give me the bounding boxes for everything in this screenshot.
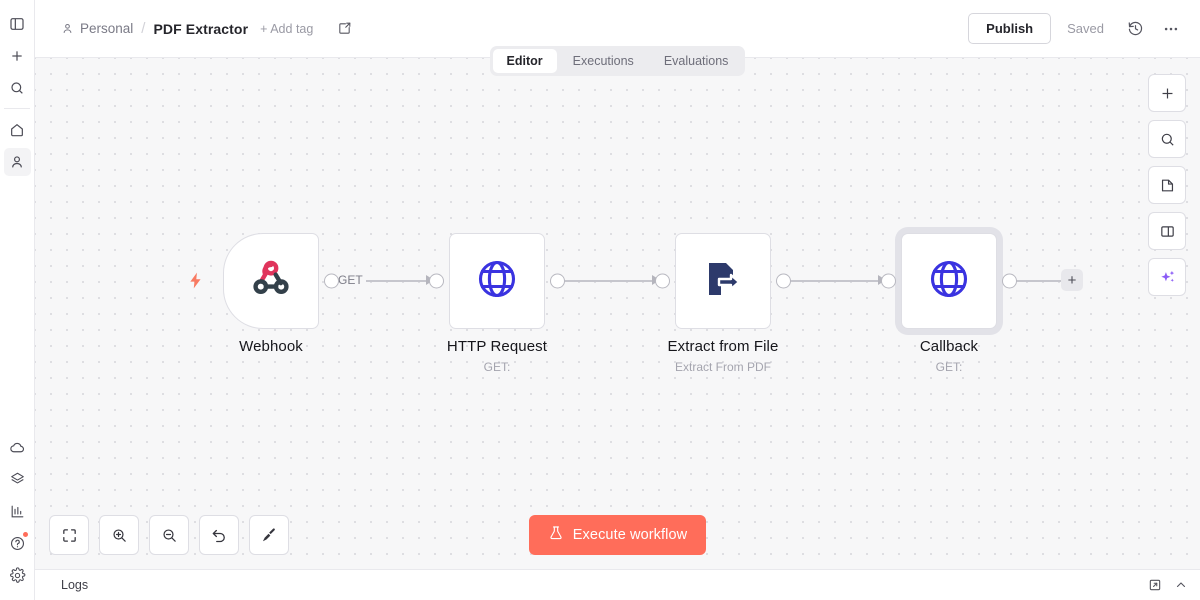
node-input-port[interactable] [881,273,896,289]
sidebar-item-home[interactable] [4,116,31,144]
add-node-icon[interactable] [1148,74,1186,112]
connection-line [563,280,659,282]
header-actions: Publish Saved [968,13,1186,44]
search-nodes-icon[interactable] [1148,120,1186,158]
connection-label: GET [335,273,366,287]
sidebar-bottom-group [0,431,34,591]
sidebar-item-personal[interactable] [3,148,31,176]
file-extract-icon [699,255,747,308]
connection-line [1015,280,1061,282]
node-title: Extract from File [667,338,779,355]
toggle-sidebar-icon[interactable] [4,10,31,38]
canvas-right-toolbar [1148,74,1186,296]
tabs-group: Editor Executions Evaluations [489,46,746,76]
left-sidebar [0,0,35,600]
tab-executions[interactable]: Executions [572,54,634,68]
search-icon[interactable] [4,74,31,102]
breadcrumb-project[interactable]: Personal [61,21,133,36]
page-title[interactable]: PDF Extractor [153,20,249,37]
breadcrumb: Personal / PDF Extractor [61,20,248,37]
sidebar-divider [4,108,30,109]
sticky-note-icon[interactable] [1148,166,1186,204]
gear-icon[interactable] [4,561,31,589]
add-icon[interactable] [4,42,31,70]
globe-icon [473,255,521,308]
save-status: Saved [1067,21,1104,36]
flask-icon [548,525,564,545]
share-icon[interactable] [337,21,352,36]
canvas-zoom-toolbar [49,515,289,555]
webhook-icon [246,254,296,309]
node-webhook[interactable]: Webhook [223,233,339,355]
breadcrumb-separator: / [141,20,146,37]
popout-icon[interactable] [1148,578,1162,592]
execute-workflow-container: Execute workflow [35,515,1200,555]
node-subtitle: GET: [483,360,511,374]
ai-sparkle-icon[interactable] [1148,258,1186,296]
execute-workflow-button[interactable]: Execute workflow [528,515,707,555]
node-title: Webhook [239,338,303,355]
node-output-port[interactable] [324,273,339,289]
help-icon[interactable] [4,529,31,557]
node-callback[interactable]: Callback GET: [881,233,1017,374]
node-http-request[interactable]: HTTP Request GET: [429,233,565,374]
node-title: Callback [919,338,979,355]
node-title: HTTP Request [446,338,548,355]
logs-bar: Logs [35,570,1200,600]
logs-label[interactable]: Logs [61,578,89,592]
tab-editor[interactable]: Editor [492,49,557,73]
sidebar-top-group [0,0,34,104]
tab-evaluations[interactable]: Evaluations [663,54,729,68]
view-tabs: Editor Executions Evaluations [35,46,1200,76]
person-icon [63,23,72,33]
chevron-up-icon[interactable] [1174,578,1188,592]
main-content: Personal / PDF Extractor + Add tag Publi… [35,0,1200,600]
breadcrumb-project-label: Personal [80,21,134,36]
node-input-port[interactable] [655,273,670,289]
tidy-up-icon[interactable] [249,515,289,555]
node-subtitle: Extract From PDF [674,360,771,374]
add-node-stub-button[interactable]: + [1061,269,1083,291]
cloud-icon[interactable] [4,433,31,461]
zoom-out-icon[interactable] [149,515,189,555]
zoom-in-icon[interactable] [99,515,139,555]
insights-icon[interactable] [4,497,31,525]
node-output-port[interactable] [1002,273,1017,289]
sidebar-nav-group [0,114,34,178]
lightning-bolt-icon [186,271,205,295]
templates-icon[interactable] [4,465,31,493]
reset-zoom-icon[interactable] [199,515,239,555]
more-options-icon[interactable] [1156,14,1186,44]
node-extract-from-file[interactable]: Extract from File Extract From PDF [655,233,791,374]
execute-workflow-label: Execute workflow [572,527,688,543]
toggle-panel-icon[interactable] [1148,212,1186,250]
node-input-port[interactable] [429,273,444,289]
connection-line [789,280,885,282]
history-icon[interactable] [1120,14,1150,44]
node-subtitle: GET: [935,360,963,374]
add-tag-button[interactable]: + Add tag [260,21,314,36]
connection-line [367,280,435,282]
node-output-port[interactable] [776,273,791,289]
zoom-to-fit-icon[interactable] [49,515,89,555]
publish-button[interactable]: Publish [968,13,1052,44]
node-output-port[interactable] [550,273,565,289]
workflow-canvas[interactable]: GET + [35,58,1200,570]
logs-actions [1148,578,1188,592]
notification-badge [22,532,28,537]
globe-icon [925,255,973,308]
